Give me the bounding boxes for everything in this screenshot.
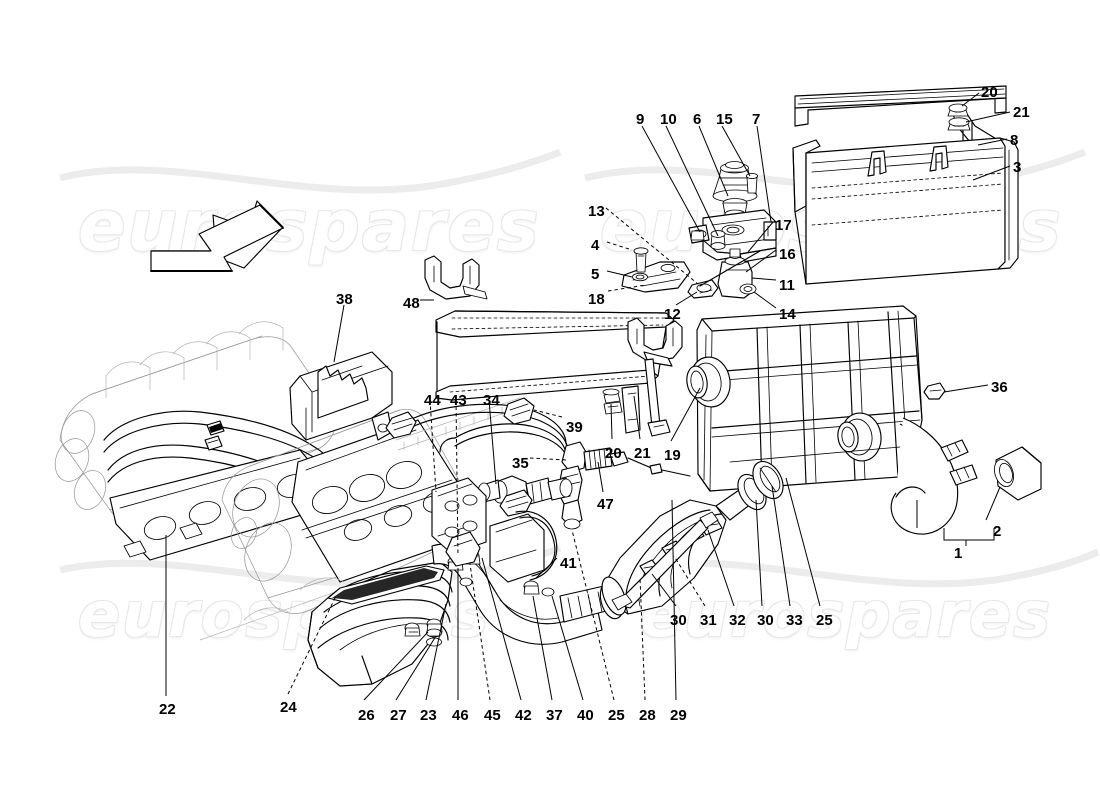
callout-7: 7 <box>752 111 761 128</box>
callout-46: 46 <box>452 707 469 724</box>
lambda-sensor-wiring <box>385 397 691 597</box>
exhaust-manifold <box>307 561 453 687</box>
callout-20-shield: 20 <box>981 84 998 101</box>
callout-21-pipe: 21 <box>634 445 651 462</box>
callout-35: 35 <box>512 455 529 472</box>
callout-47: 47 <box>597 496 614 513</box>
callout-16: 16 <box>779 246 796 263</box>
callout-40: 40 <box>577 707 594 724</box>
intake-manifold <box>54 321 336 561</box>
callout-20-pipe: 20 <box>605 445 622 462</box>
callout-24: 24 <box>280 699 297 716</box>
callout-33: 33 <box>786 612 803 629</box>
callout-37: 37 <box>546 707 563 724</box>
callout-11: 11 <box>779 277 795 294</box>
callout-30-b: 30 <box>757 612 774 629</box>
callout-41: 41 <box>560 555 577 572</box>
callout-25-cat: 25 <box>816 612 833 629</box>
leader-lines <box>165 92 1011 701</box>
callout-43: 43 <box>450 392 467 409</box>
callout-9: 9 <box>636 111 645 128</box>
callout-13: 13 <box>588 203 605 220</box>
callout-38: 38 <box>336 291 353 308</box>
catalytic-converter-and-downpipe <box>431 460 784 645</box>
air-valve-assembly <box>688 161 777 278</box>
callout-29: 29 <box>670 707 687 724</box>
callout-14: 14 <box>779 306 796 323</box>
callout-42: 42 <box>515 707 532 724</box>
callout-36: 36 <box>991 379 1008 396</box>
callout-28: 28 <box>639 707 656 724</box>
callout-22: 22 <box>159 701 176 718</box>
callout-45: 45 <box>484 707 501 724</box>
callout-2: 2 <box>993 523 1002 540</box>
heat-shield-assembly <box>792 85 1019 285</box>
callout-44: 44 <box>424 392 441 409</box>
callout-32: 32 <box>729 612 746 629</box>
callout-39: 39 <box>566 419 583 436</box>
tail-pipe-assembly <box>890 417 1042 546</box>
callout-12: 12 <box>664 306 681 323</box>
callout-17: 17 <box>775 217 792 234</box>
callout-1: 1 <box>954 545 963 562</box>
callout-8: 8 <box>1010 132 1019 149</box>
small-brackets-group <box>621 247 761 299</box>
callout-4: 4 <box>591 237 600 254</box>
callout-15: 15 <box>716 111 733 128</box>
callout-25-bottom: 25 <box>608 707 625 724</box>
callout-10: 10 <box>660 111 677 128</box>
air-injection-pipe <box>424 255 683 437</box>
callout-34: 34 <box>483 392 500 409</box>
rear-silencer-muffler <box>686 305 946 492</box>
callout-5: 5 <box>591 266 600 283</box>
manifold-heat-shield <box>289 351 393 441</box>
callout-48: 48 <box>403 295 420 312</box>
callout-30-a: 30 <box>670 612 687 629</box>
callout-27: 27 <box>390 707 407 724</box>
callout-6: 6 <box>693 111 702 128</box>
callout-31: 31 <box>700 612 717 629</box>
callout-21-shield: 21 <box>1013 104 1030 121</box>
forward-direction-arrow <box>150 200 284 272</box>
callout-3: 3 <box>1013 159 1022 176</box>
callout-23: 23 <box>420 707 437 724</box>
callout-26: 26 <box>358 707 375 724</box>
callout-19: 19 <box>664 447 681 464</box>
callout-18: 18 <box>588 291 605 308</box>
